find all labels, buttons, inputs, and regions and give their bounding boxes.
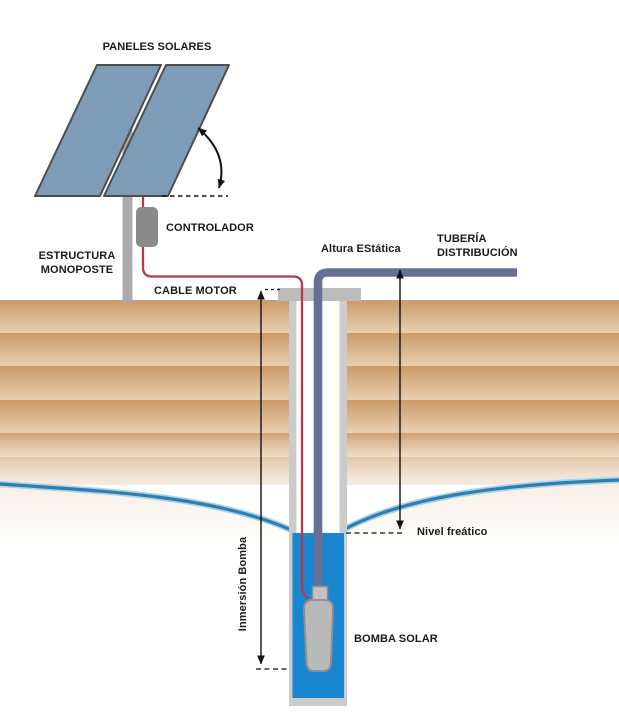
well-casing-left — [289, 300, 297, 698]
label-controller: CONTROLADOR — [166, 222, 254, 234]
label-monopole-structure: ESTRUCTURA MONOPOSTE — [22, 249, 132, 277]
monopole-structure — [122, 125, 133, 302]
tilt-angle-indicator — [162, 127, 228, 197]
well-casing-bottom — [289, 698, 347, 706]
label-motor-cable: CABLE MOTOR — [154, 285, 237, 297]
label-water-table: Nivel freático — [417, 526, 488, 538]
below-water-table-left — [0, 484, 289, 548]
pump-immersion-measure — [256, 288, 290, 670]
pump-head — [311, 585, 329, 602]
label-pipe-line2: DISTRIBUCIÓN — [437, 247, 518, 259]
solar-panels — [34, 64, 230, 197]
tilt-angle-arc — [197, 127, 226, 189]
label-pipe-line1: TUBERÍA — [437, 233, 487, 245]
label-monopole-line2: MONOPOSTE — [40, 264, 114, 276]
pump-body — [302, 599, 335, 672]
well-casing-right — [339, 300, 347, 698]
label-solar-panels: PANELES SOLARES — [102, 41, 212, 53]
solar-panel-left — [34, 64, 162, 197]
label-solar-pump: BOMBA SOLAR — [354, 633, 438, 645]
controller-box — [136, 207, 158, 247]
motor-cable — [141, 196, 310, 600]
distribution-pipe — [313, 268, 517, 592]
label-static-height: Altura EStática — [321, 243, 401, 255]
below-water-table-right — [345, 480, 619, 548]
solar-panel-right — [103, 64, 230, 197]
submersible-pump — [302, 585, 335, 672]
label-pump-immersion: Inmersión Bomba — [237, 536, 249, 632]
static-height-measure — [346, 269, 405, 534]
label-distribution-pipe: TUBERÍA DISTRIBUCIÓN — [437, 232, 547, 260]
label-monopole-line1: ESTRUCTURA — [38, 250, 116, 262]
water-table-curve — [0, 476, 619, 533]
